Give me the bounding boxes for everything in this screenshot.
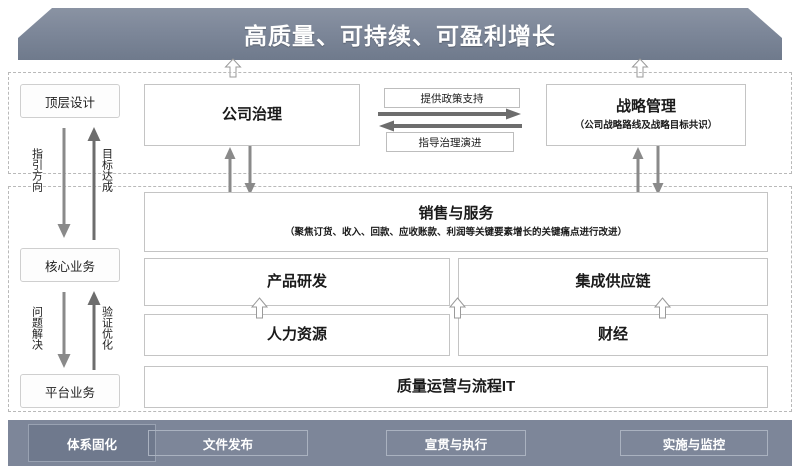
- arrow-down-problem-solving: [55, 292, 73, 370]
- arrow-up-governance-from-sales: [222, 146, 240, 196]
- box-finance-title: 财经: [597, 325, 628, 343]
- arrow-up-hr-to-rnd: [251, 297, 268, 319]
- stage-label-platform-business: 平台业务: [20, 374, 120, 408]
- arrow-up-to-banner-left: [224, 58, 242, 78]
- section-panel-top-design: [8, 72, 792, 174]
- label-provide-policy-support: 提供政策支持: [384, 88, 520, 108]
- section-panel-business: [8, 186, 792, 412]
- box-human-resources-title: 人力资源: [266, 325, 327, 343]
- arrow-up-finance-to-supply-chain: [654, 297, 671, 319]
- box-corporate-governance[interactable]: 公司治理: [144, 84, 360, 146]
- arrow-up-to-banner-right: [631, 58, 649, 78]
- arrow-down-governance-to-sales: [242, 146, 260, 196]
- box-sales-and-service-subtitle: （聚焦订货、收入、回款、应收账款、利润等关键要素增长的关键痛点进行改进）: [284, 226, 627, 238]
- box-human-resources[interactable]: 人力资源: [144, 314, 450, 356]
- bottom-item-system-solidification-label: 体系固化: [66, 437, 117, 452]
- flow-label-guide-direction: 指引方向: [30, 148, 43, 192]
- flow-label-verify-optimize: 验证优化: [100, 306, 113, 350]
- stage-label-core-business: 核心业务: [20, 248, 120, 282]
- box-quality-operations-process-it-title: 质量运营与流程IT: [396, 377, 516, 395]
- bottom-item-document-release-label: 文件发布: [202, 437, 253, 452]
- flow-label-problem-solving: 问题解决: [30, 306, 43, 350]
- box-sales-and-service-title: 销售与服务: [418, 204, 494, 222]
- arrow-right-policy-support: [378, 108, 522, 121]
- arrow-down-guide-direction: [55, 128, 73, 240]
- box-integrated-supply-chain[interactable]: 集成供应链: [458, 258, 768, 306]
- stage-label-top-design-text: 顶层设计: [44, 95, 95, 110]
- box-strategy-management-title: 战略管理: [615, 97, 676, 115]
- arrow-up-goal-achievement: [85, 126, 103, 240]
- box-sales-and-service[interactable]: 销售与服务 （聚焦订货、收入、回款、应收账款、利润等关键要素增长的关键痛点进行改…: [144, 192, 768, 252]
- box-quality-operations-process-it[interactable]: 质量运营与流程IT: [144, 366, 768, 408]
- bottom-item-implementation-monitoring-label: 实施与监控: [662, 437, 726, 452]
- box-product-rnd[interactable]: 产品研发: [144, 258, 450, 306]
- banner-title: 高质量、可持续、可盈利增长: [244, 23, 556, 49]
- stage-label-core-business-text: 核心业务: [44, 259, 95, 274]
- arrow-down-strategy-to-sales: [650, 146, 668, 196]
- bottom-item-promotion-execution[interactable]: 宣贯与执行: [386, 430, 526, 456]
- arrow-up-center-to-supply-chain: [449, 297, 466, 319]
- stage-label-platform-business-text: 平台业务: [44, 385, 95, 400]
- bottom-item-document-release[interactable]: 文件发布: [148, 430, 308, 456]
- banner-header: 高质量、可持续、可盈利增长: [18, 8, 782, 60]
- bottom-item-implementation-monitoring[interactable]: 实施与监控: [620, 430, 768, 456]
- label-guide-governance-evolution: 指导治理演进: [386, 132, 514, 152]
- bottom-bar: 体系固化 文件发布 宣贯与执行 实施与监控: [8, 420, 792, 466]
- flow-label-goal-achievement: 目标达成: [100, 148, 113, 192]
- bottom-item-system-solidification[interactable]: 体系固化: [28, 424, 156, 462]
- arrow-up-strategy-from-sales: [630, 146, 648, 196]
- box-integrated-supply-chain-title: 集成供应链: [575, 272, 651, 290]
- box-corporate-governance-title: 公司治理: [221, 105, 282, 123]
- arrow-up-verify-optimize: [85, 290, 103, 370]
- box-finance[interactable]: 财经: [458, 314, 768, 356]
- box-strategy-management-subtitle: （公司战略路线及战略目标共识）: [574, 119, 718, 131]
- stage-label-top-design: 顶层设计: [20, 84, 120, 118]
- bottom-item-promotion-execution-label: 宣贯与执行: [424, 437, 488, 452]
- box-strategy-management[interactable]: 战略管理 （公司战略路线及战略目标共识）: [546, 84, 746, 146]
- arrow-left-guide-governance-evolution: [378, 120, 522, 133]
- box-product-rnd-title: 产品研发: [266, 272, 327, 290]
